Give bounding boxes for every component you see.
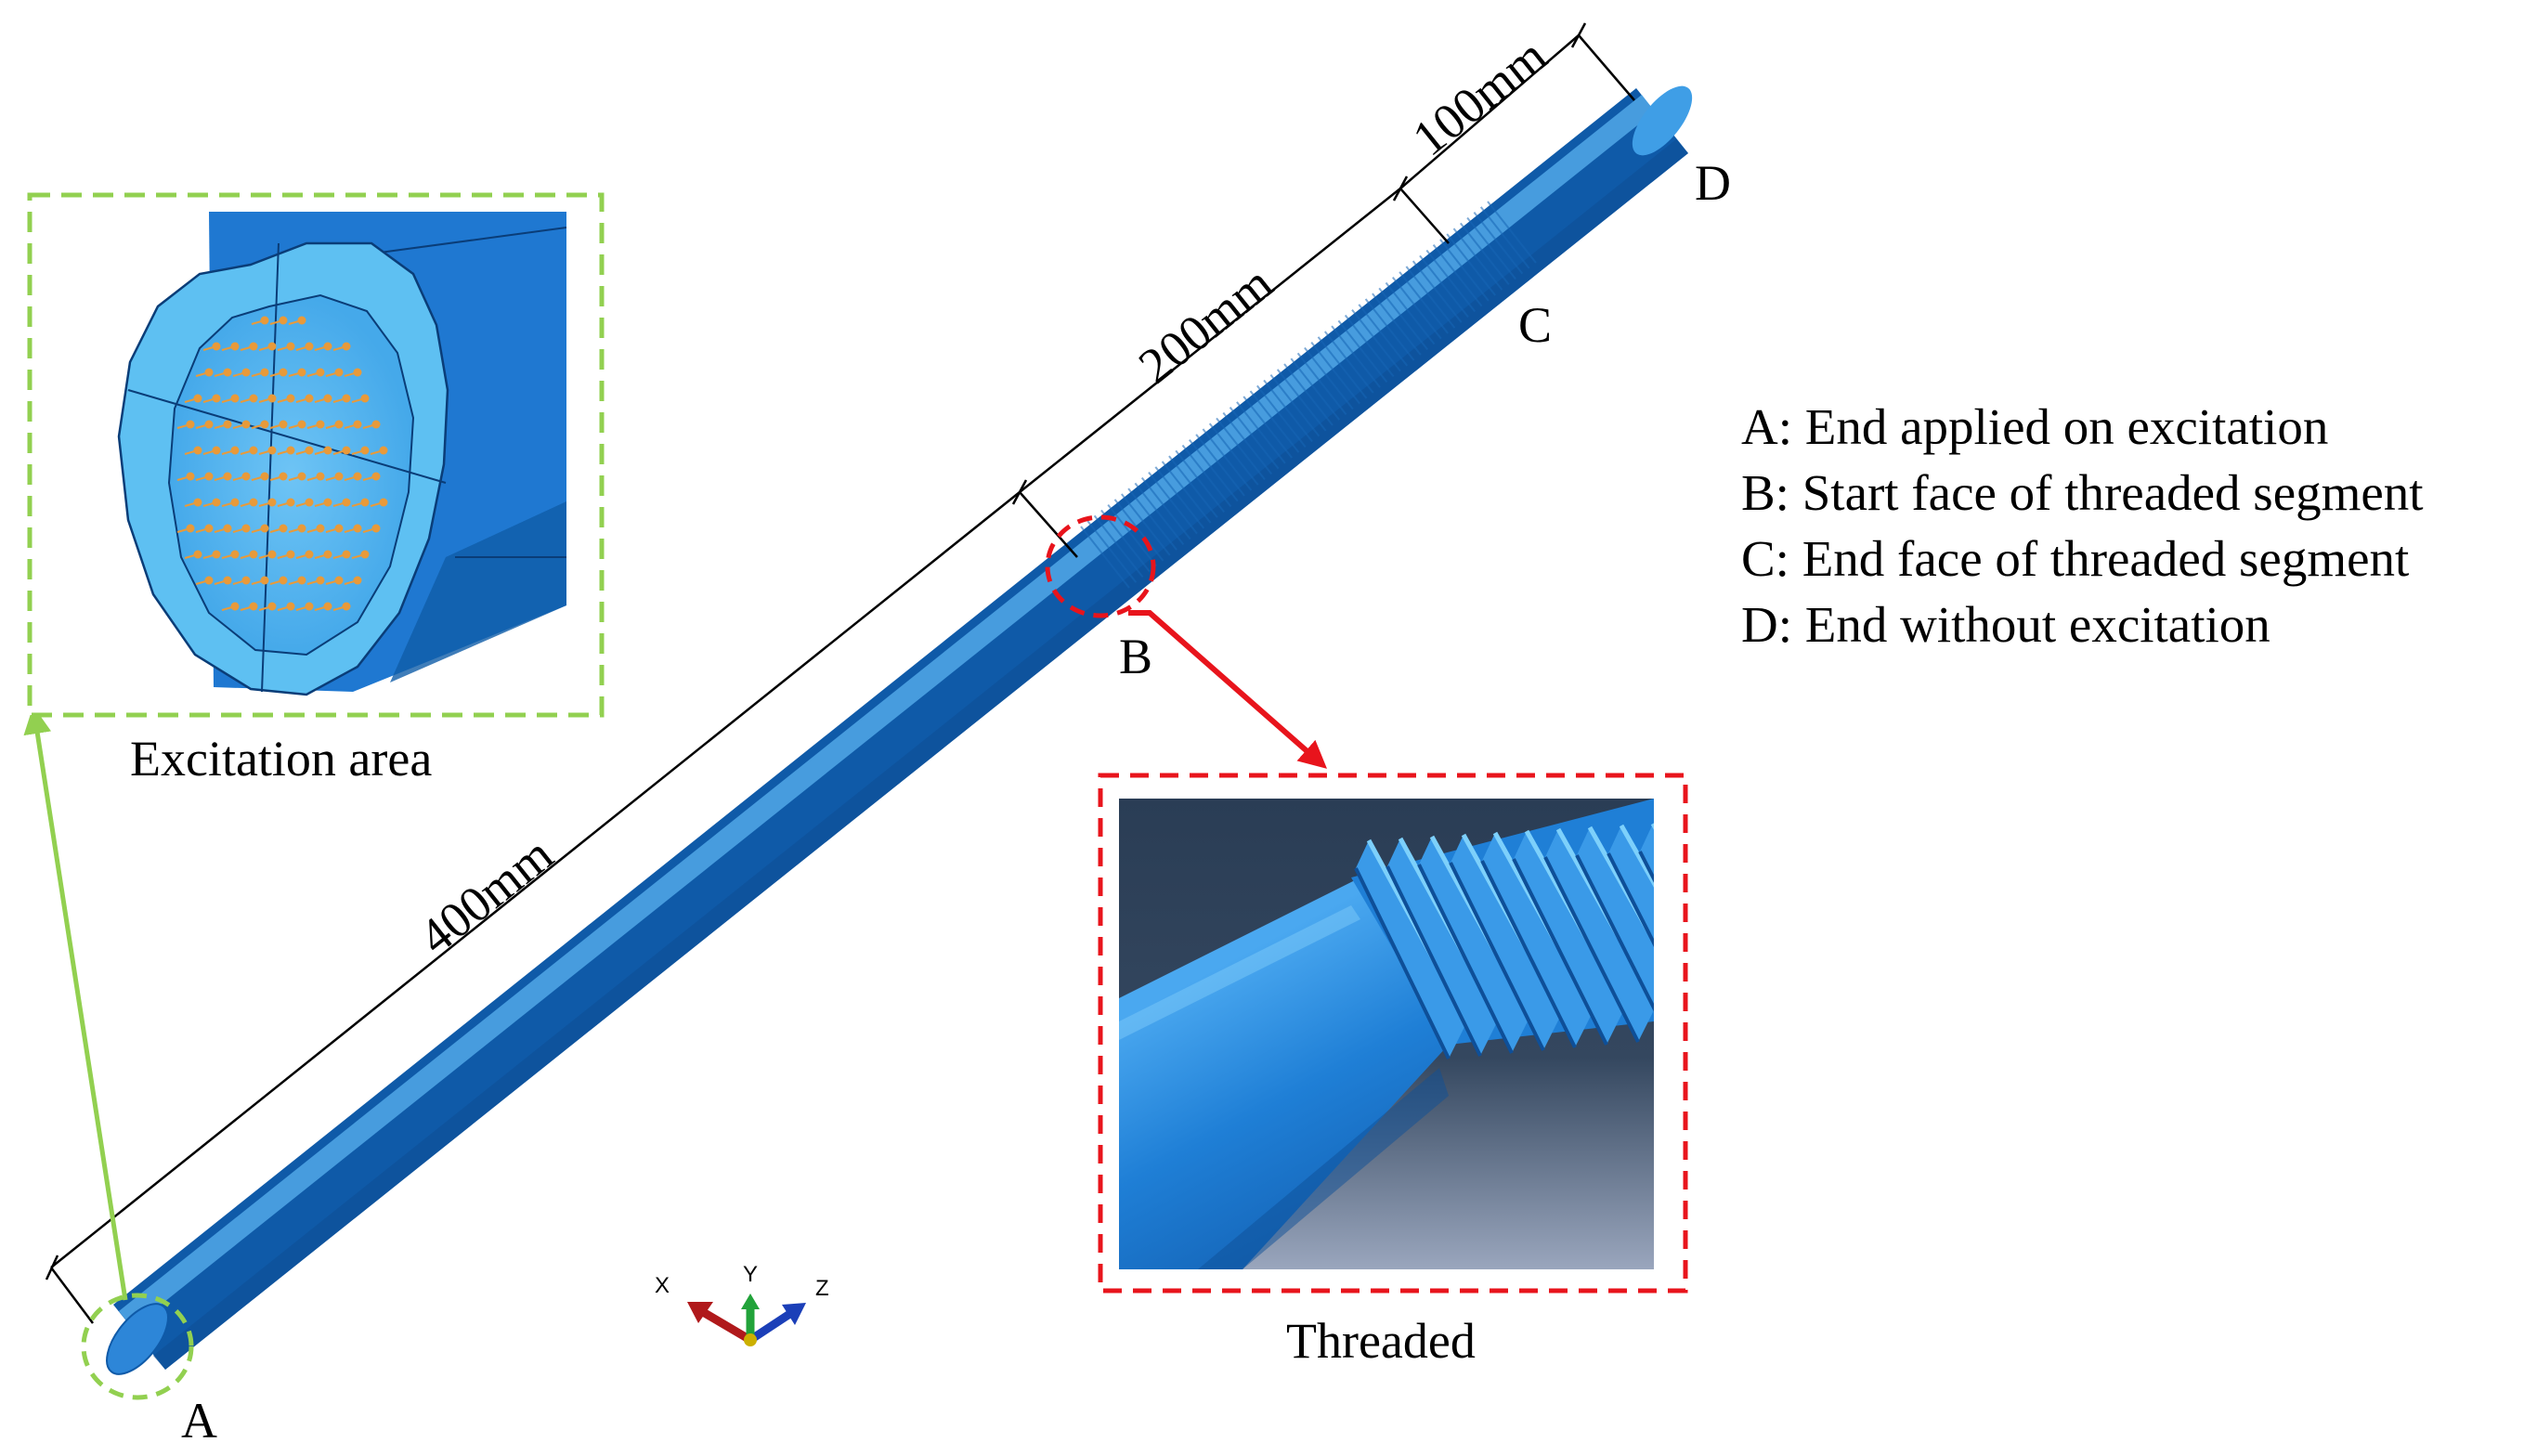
point-label-a: A xyxy=(181,1393,217,1449)
dimension-tick-d xyxy=(1578,34,1635,101)
legend-item-b: B: Start face of threaded segment xyxy=(1741,464,2424,521)
rod-thread-texture xyxy=(1080,201,1537,589)
excitation-caption: Excitation area xyxy=(130,731,432,786)
dimension-tick-a-mark xyxy=(45,1254,59,1280)
dimension-tick-c-mark xyxy=(1392,176,1409,202)
axis-z-label: Z xyxy=(815,1276,829,1301)
threaded-caption: Threaded xyxy=(1286,1313,1476,1369)
legend-item-d: D: End without excitation xyxy=(1741,596,2270,653)
legend-item-a: A: End applied on excitation xyxy=(1741,398,2329,455)
rod-body xyxy=(113,88,1688,1370)
dimension-tick-d-mark xyxy=(1570,22,1587,48)
axes-triad: X Y Z xyxy=(655,1262,829,1346)
threaded-rod xyxy=(106,85,1693,1375)
axis-y-label: Y xyxy=(743,1262,758,1287)
rod-end-face-d xyxy=(1632,85,1693,156)
threaded-inset xyxy=(1098,773,1688,1294)
dimension-label-100: 100mm xyxy=(1402,28,1556,167)
dimension-line-400 xyxy=(50,491,1021,1268)
dimension-tick-a xyxy=(50,1267,94,1324)
axis-x-arrow xyxy=(696,1306,753,1344)
excitation-cylinder-dark xyxy=(390,501,566,682)
dimension-line-100 xyxy=(1399,34,1580,189)
dimension-line-200 xyxy=(1019,188,1401,493)
dimension-tick-b-mark xyxy=(1011,479,1028,505)
dimension-tick-c xyxy=(1399,188,1450,244)
axis-z-arrow xyxy=(748,1307,797,1344)
threaded-smooth-shank xyxy=(1119,878,1449,1269)
dimension-label-200: 200mm xyxy=(1128,255,1282,395)
excitation-end-face-inner xyxy=(167,293,415,656)
point-label-b: B xyxy=(1119,629,1152,684)
excitation-load-arrows xyxy=(176,316,388,611)
threaded-ridges xyxy=(1351,799,1654,1060)
excitation-inset xyxy=(27,192,605,718)
point-b-highlight-circle xyxy=(1045,514,1156,618)
point-a-highlight-circle xyxy=(81,1293,194,1400)
axis-x-label: X xyxy=(655,1273,670,1298)
dimension-lines xyxy=(45,22,1635,1324)
threaded-callout-arrow xyxy=(1128,610,1328,769)
legend-item-c: C: End face of threaded segment xyxy=(1741,530,2410,587)
excitation-callout-arrow xyxy=(23,706,128,1301)
point-label-d: D xyxy=(1695,155,1731,211)
dimension-label-400: 400mm xyxy=(409,826,563,966)
dimension-tick-b xyxy=(1019,491,1078,558)
point-label-c: C xyxy=(1518,297,1552,353)
rod-end-face-a xyxy=(106,1303,169,1375)
